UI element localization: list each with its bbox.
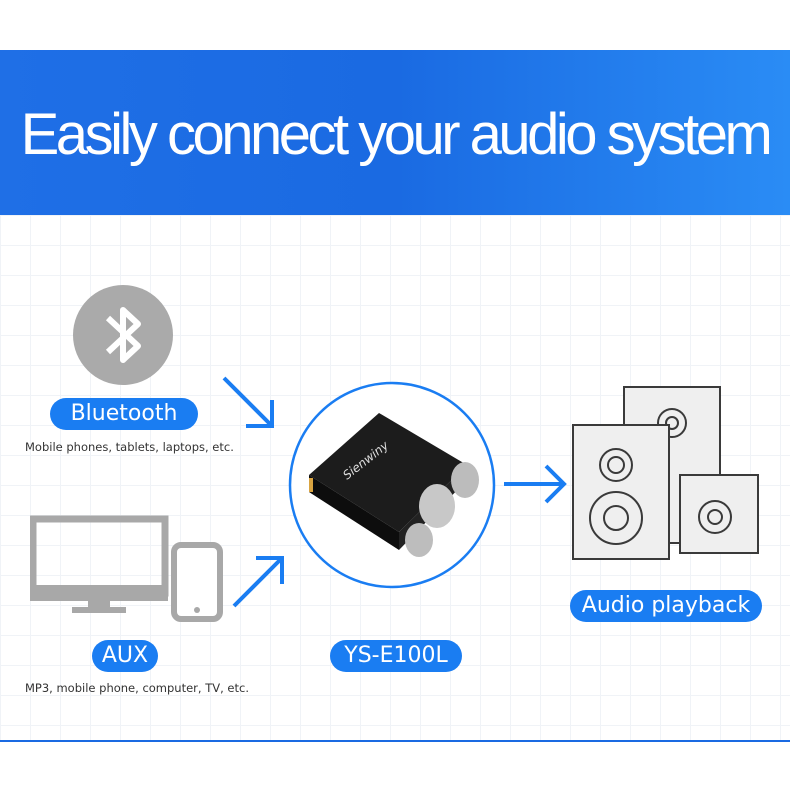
output-label: Audio playback [570,590,762,622]
aux-label: AUX [92,640,158,672]
monitor-phone-icon [30,515,223,622]
speakers-icon [572,386,759,560]
bluetooth-label: Bluetooth [50,398,198,430]
volume-knobs [405,462,479,557]
device-label: YS-E100L [330,640,462,672]
bottom-divider [0,740,790,742]
bluetooth-description: Mobile phones, tablets, laptops, etc. [25,440,234,454]
aux-description: MP3, mobile phone, computer, TV, etc. [25,681,249,695]
amplifier-board-image: Sienwiny [288,381,496,589]
page-title: Easily connect your audio system [20,102,773,167]
header-banner: Easily connect your audio system [0,50,790,215]
bluetooth-icon [73,285,173,385]
